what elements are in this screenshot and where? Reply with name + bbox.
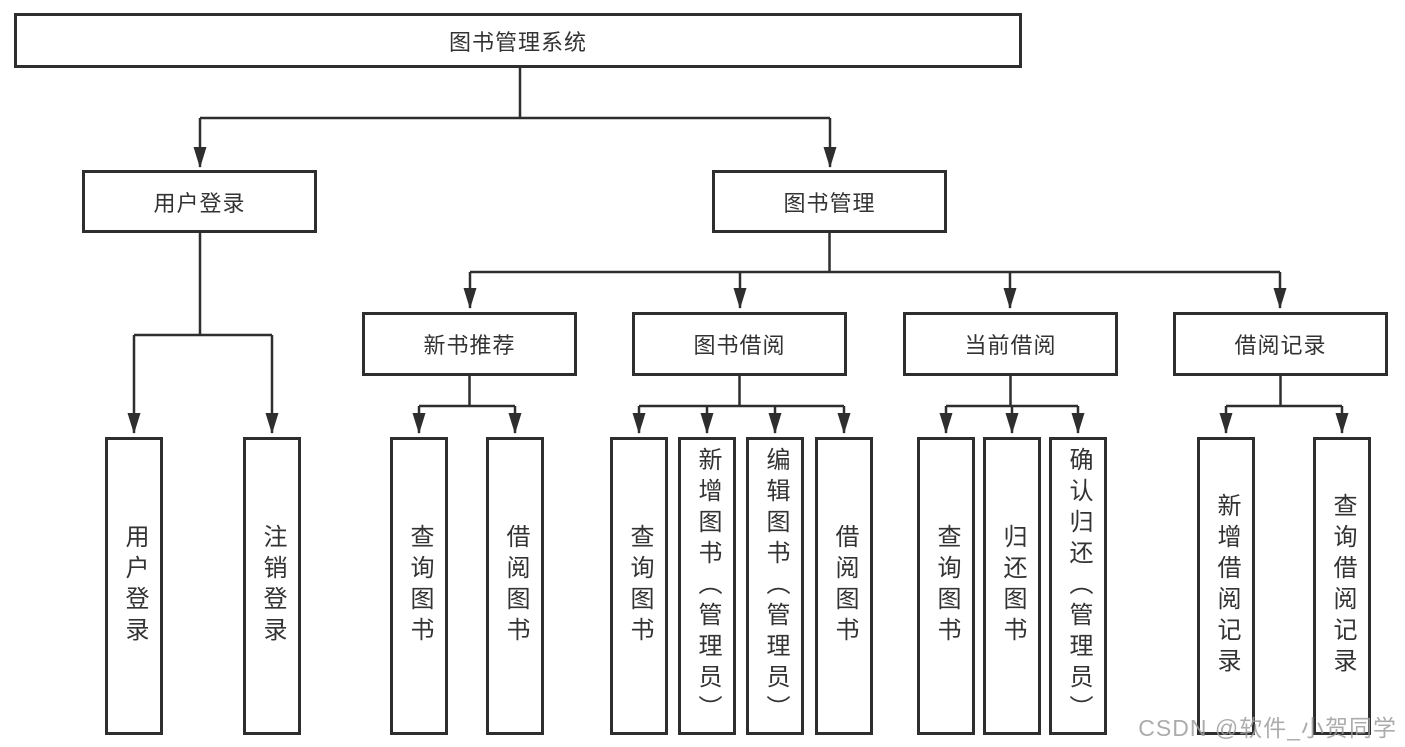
- node-label: 查询图书: [933, 524, 960, 648]
- node-new-book-recommendation: 新书推荐: [362, 312, 577, 376]
- leaf-recommend-query-books: 查询图书: [390, 437, 448, 735]
- leaf-edit-books-admin: 编辑图书（管理员）: [746, 437, 804, 735]
- node-user-login: 用户登录: [82, 170, 317, 233]
- leaf-confirm-return-admin: 确认归还（管理员）: [1049, 437, 1107, 735]
- node-book-borrowing: 图书借阅: [632, 312, 847, 376]
- leaf-borrow-books: 借阅图书: [815, 437, 873, 735]
- node-label: 新增借阅记录: [1213, 493, 1240, 679]
- node-label: 确认归还（管理员）: [1065, 446, 1092, 726]
- leaf-logout: 注销登录: [243, 437, 301, 735]
- csdn-watermark: CSDN @软件_小贺同学: [1138, 715, 1397, 741]
- node-label: 查询借阅记录: [1329, 493, 1356, 679]
- node-label: 用户登录: [121, 524, 148, 648]
- node-label: 用户登录: [153, 190, 246, 216]
- leaf-return-books: 归还图书: [983, 437, 1041, 735]
- leaf-query-borrow-record: 查询借阅记录: [1313, 437, 1371, 735]
- node-label: 借阅图书: [831, 524, 858, 648]
- node-library-management-system: 图书管理系统: [14, 13, 1022, 68]
- node-label: 借阅图书: [502, 524, 529, 648]
- node-label: 新增图书（管理员）: [694, 446, 721, 726]
- leaf-recommend-borrow-books: 借阅图书: [486, 437, 544, 735]
- node-label: 归还图书: [999, 524, 1026, 648]
- node-label: 查询图书: [626, 524, 653, 648]
- node-label: 图书借阅: [693, 333, 786, 358]
- node-current-borrowing: 当前借阅: [903, 312, 1118, 376]
- node-label: 借阅记录: [1234, 333, 1327, 358]
- node-label: 图书管理系统: [448, 29, 587, 55]
- node-book-management: 图书管理: [712, 170, 947, 233]
- leaf-add-books-admin: 新增图书（管理员）: [678, 437, 736, 735]
- node-label: 图书管理: [783, 190, 876, 216]
- node-label: 当前借阅: [964, 333, 1057, 358]
- node-borrowing-records: 借阅记录: [1173, 312, 1388, 376]
- node-label: 新书推荐: [423, 333, 516, 358]
- node-label: 编辑图书（管理员）: [762, 446, 789, 726]
- node-label: 查询图书: [406, 524, 433, 648]
- connector-trunks: [134, 68, 1342, 408]
- leaf-borrow-query-books: 查询图书: [610, 437, 668, 735]
- leaf-user-login: 用户登录: [105, 437, 163, 735]
- leaf-add-borrow-record: 新增借阅记录: [1197, 437, 1255, 735]
- leaf-current-query-books: 查询图书: [917, 437, 975, 735]
- node-label: 注销登录: [259, 524, 286, 648]
